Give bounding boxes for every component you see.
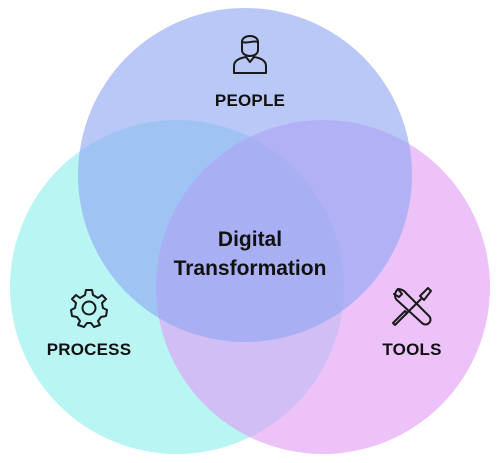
person-icon [233, 35, 267, 74]
center-label-line-2: Transformation [174, 257, 327, 280]
process-label: PROCESS [47, 340, 132, 359]
people-circle [78, 8, 412, 342]
people-label: PEOPLE [215, 91, 285, 110]
tools-icon [392, 287, 432, 326]
center-label-line-1: Digital [218, 228, 282, 251]
gear-icon [70, 289, 108, 328]
tools-label: TOOLS [382, 340, 441, 359]
